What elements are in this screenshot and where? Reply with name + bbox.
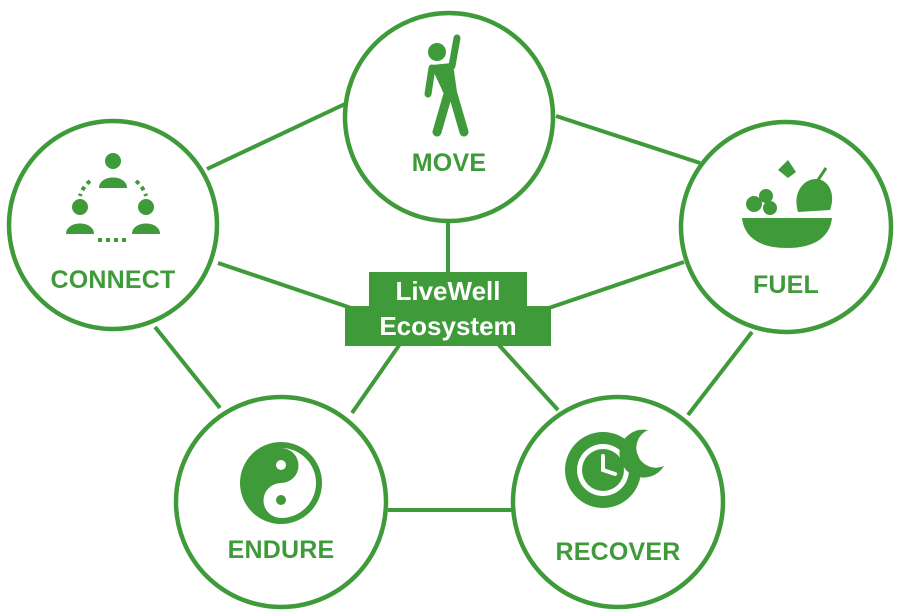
edge-move-fuel [555, 114, 701, 165]
node-move: MOVE [342, 10, 556, 224]
node-move-label: MOVE [412, 149, 486, 177]
clock-moon-icon [565, 429, 664, 508]
node-recover-label: RECOVER [555, 538, 680, 566]
node-fuel: FUEL [678, 119, 894, 335]
stretching-person-icon [424, 34, 469, 137]
node-connect-circle [6, 118, 220, 332]
center-label-line1: LiveWell [395, 276, 500, 306]
center-label-box-line2 [345, 306, 551, 346]
edge-connect-endure [153, 325, 222, 410]
node-recover: RECOVER [510, 394, 726, 610]
edge-fuel-center [539, 260, 685, 313]
edge-recover-center [496, 342, 560, 412]
node-endure-label: ENDURE [228, 536, 335, 564]
fruit-bowl-icon [742, 160, 833, 248]
center-label-box-line1 [369, 272, 527, 310]
people-network-icon [66, 153, 160, 242]
connector-lines [153, 102, 754, 512]
center-label-line2: Ecosystem [379, 311, 516, 341]
node-move-circle [342, 10, 556, 224]
edge-fuel-recover [686, 330, 754, 417]
edge-move-connect [206, 102, 346, 171]
yin-yang-icon [240, 442, 322, 524]
node-fuel-label: FUEL [753, 271, 819, 299]
node-endure: ENDURE [173, 394, 389, 610]
center-label: LiveWell Ecosystem [345, 272, 551, 346]
edge-connect-center [217, 261, 361, 313]
edge-endure-center [350, 342, 402, 415]
node-connect: CONNECT [6, 118, 220, 332]
node-connect-label: CONNECT [50, 266, 175, 294]
